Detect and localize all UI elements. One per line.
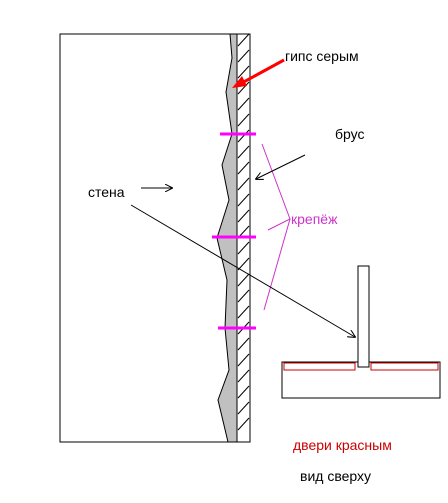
fastener-bracket xyxy=(261,143,291,311)
beam-hatch-line xyxy=(237,177,250,191)
doors-label: двери красным xyxy=(293,437,392,453)
beam-hatch-line xyxy=(237,273,250,287)
top-view-label: вид сверху xyxy=(300,468,371,484)
beam-hatch-line xyxy=(237,145,250,159)
beam-hatch-line xyxy=(237,161,250,175)
beam-hatch-line xyxy=(237,257,250,271)
top-view-door-right xyxy=(370,362,439,371)
beam-hatch-line xyxy=(237,65,250,79)
top-view xyxy=(281,265,441,399)
beam-hatch-line xyxy=(237,209,250,223)
wall-label: стена xyxy=(88,184,125,200)
top-view-beam xyxy=(357,265,370,368)
beam-hatch-line xyxy=(237,81,250,95)
beam-hatch-line xyxy=(237,417,250,431)
beam-hatch-line xyxy=(237,33,250,47)
gypsum-arrow xyxy=(232,58,285,88)
beam-hatch-line xyxy=(237,241,250,255)
beam-hatch-line xyxy=(237,129,250,143)
beam-hatch-line xyxy=(237,401,250,415)
wall-pointer-line xyxy=(130,204,355,337)
beam-hatch-line xyxy=(237,385,250,399)
beam-hatch-line xyxy=(237,353,250,367)
wall-rect xyxy=(59,33,238,443)
beam-hatch-line xyxy=(237,97,250,111)
beam-hatch-line xyxy=(237,289,250,303)
beam-hatch-line xyxy=(237,369,250,383)
beam-hatch-line xyxy=(237,113,250,127)
beam-label: брус xyxy=(335,126,365,142)
beam-arrow xyxy=(256,154,306,179)
beam-hatch-line xyxy=(237,49,250,63)
beam-hatch-line xyxy=(237,193,250,207)
top-view-door-left xyxy=(283,362,356,371)
fastener-label: крепёж xyxy=(291,211,338,227)
gypsum-label: гипс серым xyxy=(285,48,359,64)
beam-hatch-line xyxy=(237,305,250,319)
beam-hatch-line xyxy=(237,337,250,351)
